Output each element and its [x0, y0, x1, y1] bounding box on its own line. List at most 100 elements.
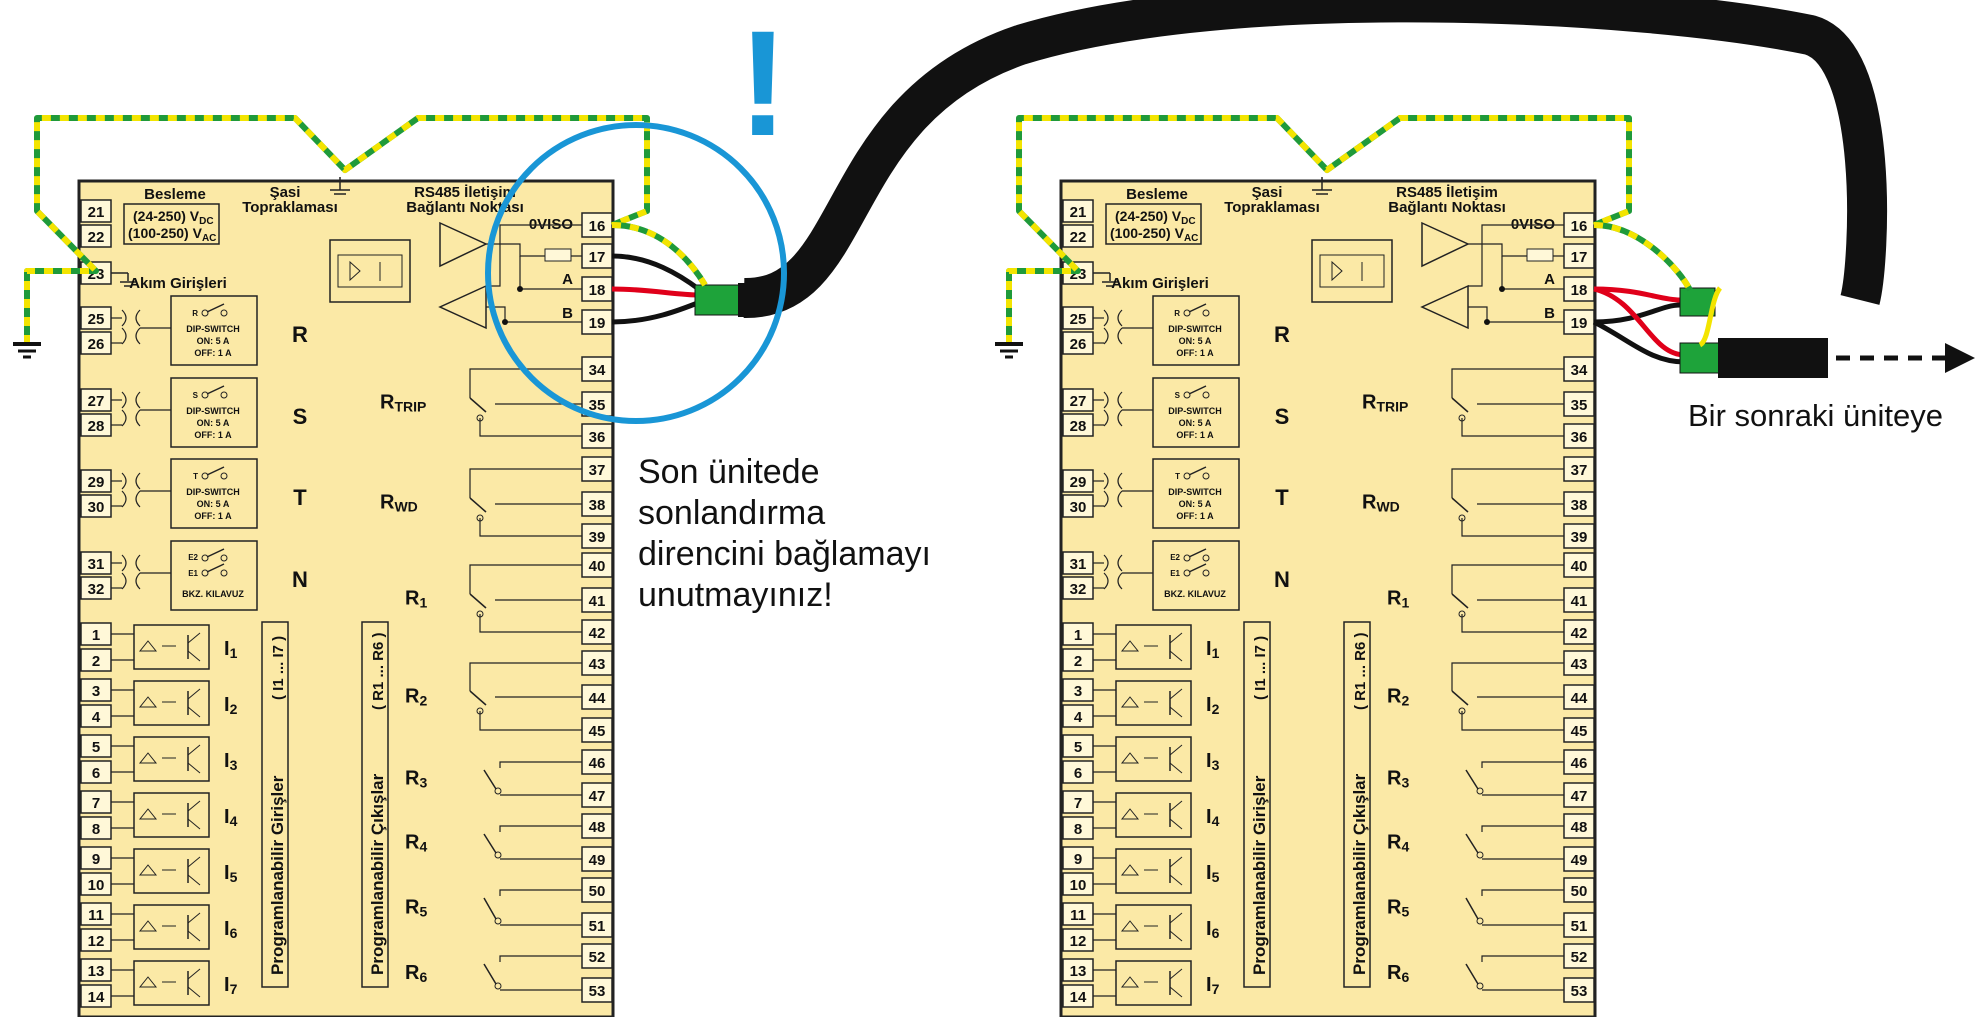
wire-black: [1593, 302, 1681, 325]
transistor-icon: [1169, 986, 1183, 998]
terminal-number: 31: [1070, 556, 1087, 573]
terminal-number: 9: [92, 851, 100, 868]
relay-trace: [499, 889, 582, 896]
terminal-number: 41: [589, 593, 606, 610]
wire-red: [1593, 286, 1686, 358]
relay-pivot: [494, 917, 502, 925]
relay-pivot: [476, 610, 484, 618]
prog-inputs-range: ( I1 ... I7 ): [270, 636, 287, 700]
terminal-number: 37: [589, 462, 606, 479]
junction-dot: [1484, 319, 1490, 325]
switch-contact: [1183, 391, 1191, 399]
transistor-icon: [1169, 688, 1183, 700]
termination-highlight: [485, 122, 787, 424]
terminal: [581, 943, 613, 969]
a-label: A: [562, 271, 573, 288]
terminal-number: 34: [1571, 362, 1588, 379]
terminal: [1062, 224, 1094, 248]
switch-letter: T: [1175, 472, 1180, 481]
input-opto-box: [133, 848, 210, 894]
switch-contact: [1183, 554, 1191, 562]
relay-contact: [1465, 963, 1479, 985]
terminal-number: 50: [589, 883, 606, 900]
terminal-number: 22: [1070, 229, 1087, 246]
phase-letter: T: [293, 485, 307, 510]
relay-pivot: [1458, 514, 1466, 522]
relay-trace: [1451, 662, 1564, 691]
dip-on-label: ON: 5 A: [1179, 499, 1212, 509]
ct-coil-icon: [1103, 391, 1109, 427]
relay-trace: [1461, 518, 1564, 537]
terminal-number: 16: [1571, 218, 1588, 235]
terminal-number: 1: [92, 627, 100, 644]
relay-unit-last: 1234567891011121314212223252627282930313…: [13, 115, 650, 1017]
relay-trace: [1461, 418, 1564, 437]
input-opto-box: [133, 736, 210, 782]
terminal: [581, 423, 613, 449]
switch-lever: [1188, 385, 1207, 395]
supply-box: [123, 203, 220, 245]
dip-off-label: OFF: 1 A: [1176, 511, 1214, 521]
transistor-icon: [187, 818, 201, 830]
transistor-icon: [1169, 800, 1183, 812]
terminal-number: 29: [88, 474, 105, 491]
led-icon: [1120, 976, 1140, 988]
supply-ac: (100-250) VAC: [128, 225, 216, 244]
supply-box: [1105, 203, 1202, 245]
terminal-number: 21: [88, 204, 105, 221]
resistor-icon: [1526, 248, 1554, 262]
terminal-number: 31: [88, 556, 105, 573]
switch-lever: [206, 303, 225, 313]
led-icon: [138, 640, 158, 652]
terminal-number: 27: [1070, 393, 1087, 410]
terminal-number: 13: [1070, 963, 1087, 980]
cable-boot: [738, 283, 750, 317]
note-line: Son ünitede: [638, 453, 820, 491]
terminal: [80, 199, 112, 223]
terminal-number: 30: [88, 499, 105, 516]
switch-letter: E1: [188, 569, 198, 578]
switch-letter: R: [192, 309, 198, 318]
relay-trace: [469, 468, 582, 498]
transistor-icon: [187, 744, 201, 756]
terminal: [1563, 782, 1595, 808]
terminal-number: 41: [1571, 593, 1588, 610]
ct-coil-icon: [1103, 554, 1109, 590]
chassis-ground-label: Topraklaması: [242, 199, 338, 216]
junction-dot: [1499, 286, 1505, 292]
terminal-number: 4: [92, 709, 101, 726]
phase-letter: N: [292, 567, 308, 592]
led-icon: [138, 808, 158, 820]
wire-red: [611, 286, 701, 298]
terminal-number: 16: [589, 218, 606, 235]
terminal-number: 21: [1070, 204, 1087, 221]
terminal-number: 43: [589, 656, 606, 673]
optocoupler-icon: [1319, 254, 1385, 288]
switch-contact: [201, 472, 209, 480]
cable-connector: [1679, 342, 1721, 374]
resistor-icon: [544, 248, 572, 262]
switch-letter: E2: [1170, 553, 1180, 562]
terminal-number: 48: [589, 819, 606, 836]
terminal: [581, 491, 613, 517]
terminal-number: 19: [589, 315, 606, 332]
driver-icon: [439, 221, 488, 268]
optocoupler-box: [1311, 239, 1393, 303]
relay-pivot: [1458, 610, 1466, 618]
terminal-number: 42: [1571, 625, 1588, 642]
dip-on-label: ON: 5 A: [1179, 418, 1212, 428]
switch-letter: E2: [188, 553, 198, 562]
switch-lever: [206, 563, 225, 573]
ct-coil-icon: [1117, 391, 1123, 427]
relay-trace: [1481, 825, 1564, 832]
transistor-icon: [1169, 762, 1183, 774]
terminal-number: 4: [1074, 709, 1083, 726]
switch-lever: [1188, 548, 1207, 558]
termination-note: Son ünitede sonlandırma direncini bağlam…: [638, 452, 931, 616]
terminal-number: 28: [88, 418, 105, 435]
terminal-number: 52: [1571, 949, 1588, 966]
switch-contact: [1183, 569, 1191, 577]
dip-switch-box: [1152, 377, 1240, 448]
terminal-number: 40: [1571, 558, 1588, 575]
switch-lever: [206, 385, 225, 395]
